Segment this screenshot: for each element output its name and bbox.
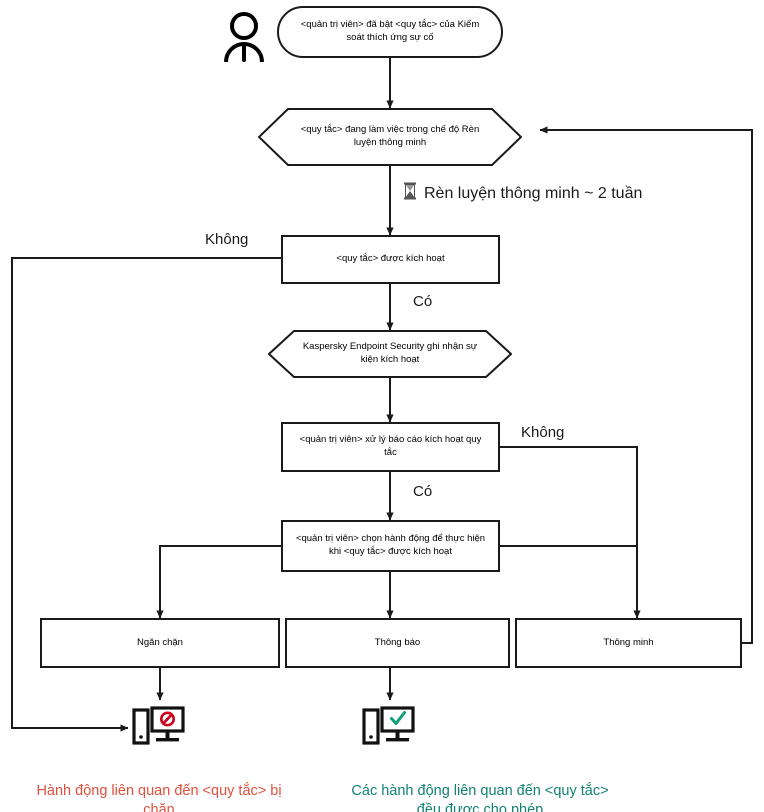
node-admin-selects-action-label: <quản trị viên> chọn hành động để thực h… (295, 533, 486, 557)
caption-allowed: Các hành động liên quan đến <quy tắc> đề… (300, 762, 660, 812)
computer-allowed-icon (362, 706, 416, 750)
edge-label-triggered-no: Không (205, 231, 249, 248)
computer-blocked-icon (132, 706, 186, 750)
node-admin-processes-report-label: <quản trị viên> xử lý báo cáo kích hoạt … (299, 434, 482, 458)
node-action-block-label: Ngăn chặn (137, 636, 183, 648)
caption-blocked: Hành động liên quan đến <quy tắc> bị chặ… (4, 762, 314, 812)
caption-allowed-text: Các hành động liên quan đến <quy tắc> đề… (351, 782, 609, 812)
node-action-smart-label: Thông minh (603, 636, 654, 648)
node-kes-logs-event[interactable]: Kaspersky Endpoint Security ghi nhận sự … (268, 330, 512, 378)
edge-label-report-no: Không (521, 424, 565, 441)
user-actor-icon (218, 8, 270, 66)
node-kes-logs-event-label: Kaspersky Endpoint Security ghi nhận sự … (302, 341, 478, 365)
node-rule-triggered[interactable]: <quy tắc> được kích hoạt (281, 235, 500, 284)
training-timer-text: Rèn luyện thông minh ~ 2 tuần (424, 184, 643, 202)
node-training-mode[interactable]: <quy tắc> đang làm việc trong chế độ Rèn… (258, 108, 522, 166)
edge-label-triggered-yes: Có (413, 293, 433, 310)
node-action-block[interactable]: Ngăn chặn (40, 618, 280, 668)
node-admin-processes-report[interactable]: <quản trị viên> xử lý báo cáo kích hoạt … (281, 422, 500, 472)
node-action-notify-label: Thông báo (374, 636, 421, 648)
node-start-label: <quản trị viên> đã bật <quy tắc> của Kiể… (300, 19, 480, 43)
edge-label-report-yes: Có (413, 483, 433, 500)
training-timer-label: Rèn luyện thông minh ~ 2 tuần (403, 182, 642, 205)
node-rule-triggered-label: <quy tắc> được kích hoạt (336, 253, 445, 265)
node-action-smart[interactable]: Thông minh (515, 618, 742, 668)
node-training-mode-label: <quy tắc> đang làm việc trong chế độ Rèn… (300, 124, 480, 148)
hourglass-icon (403, 182, 417, 205)
caption-blocked-text: Hành động liên quan đến <quy tắc> bị chặ… (36, 782, 282, 812)
node-start[interactable]: <quản trị viên> đã bật <quy tắc> của Kiể… (277, 6, 503, 58)
node-action-notify[interactable]: Thông báo (285, 618, 510, 668)
node-admin-selects-action[interactable]: <quản trị viên> chọn hành động để thực h… (281, 520, 500, 572)
